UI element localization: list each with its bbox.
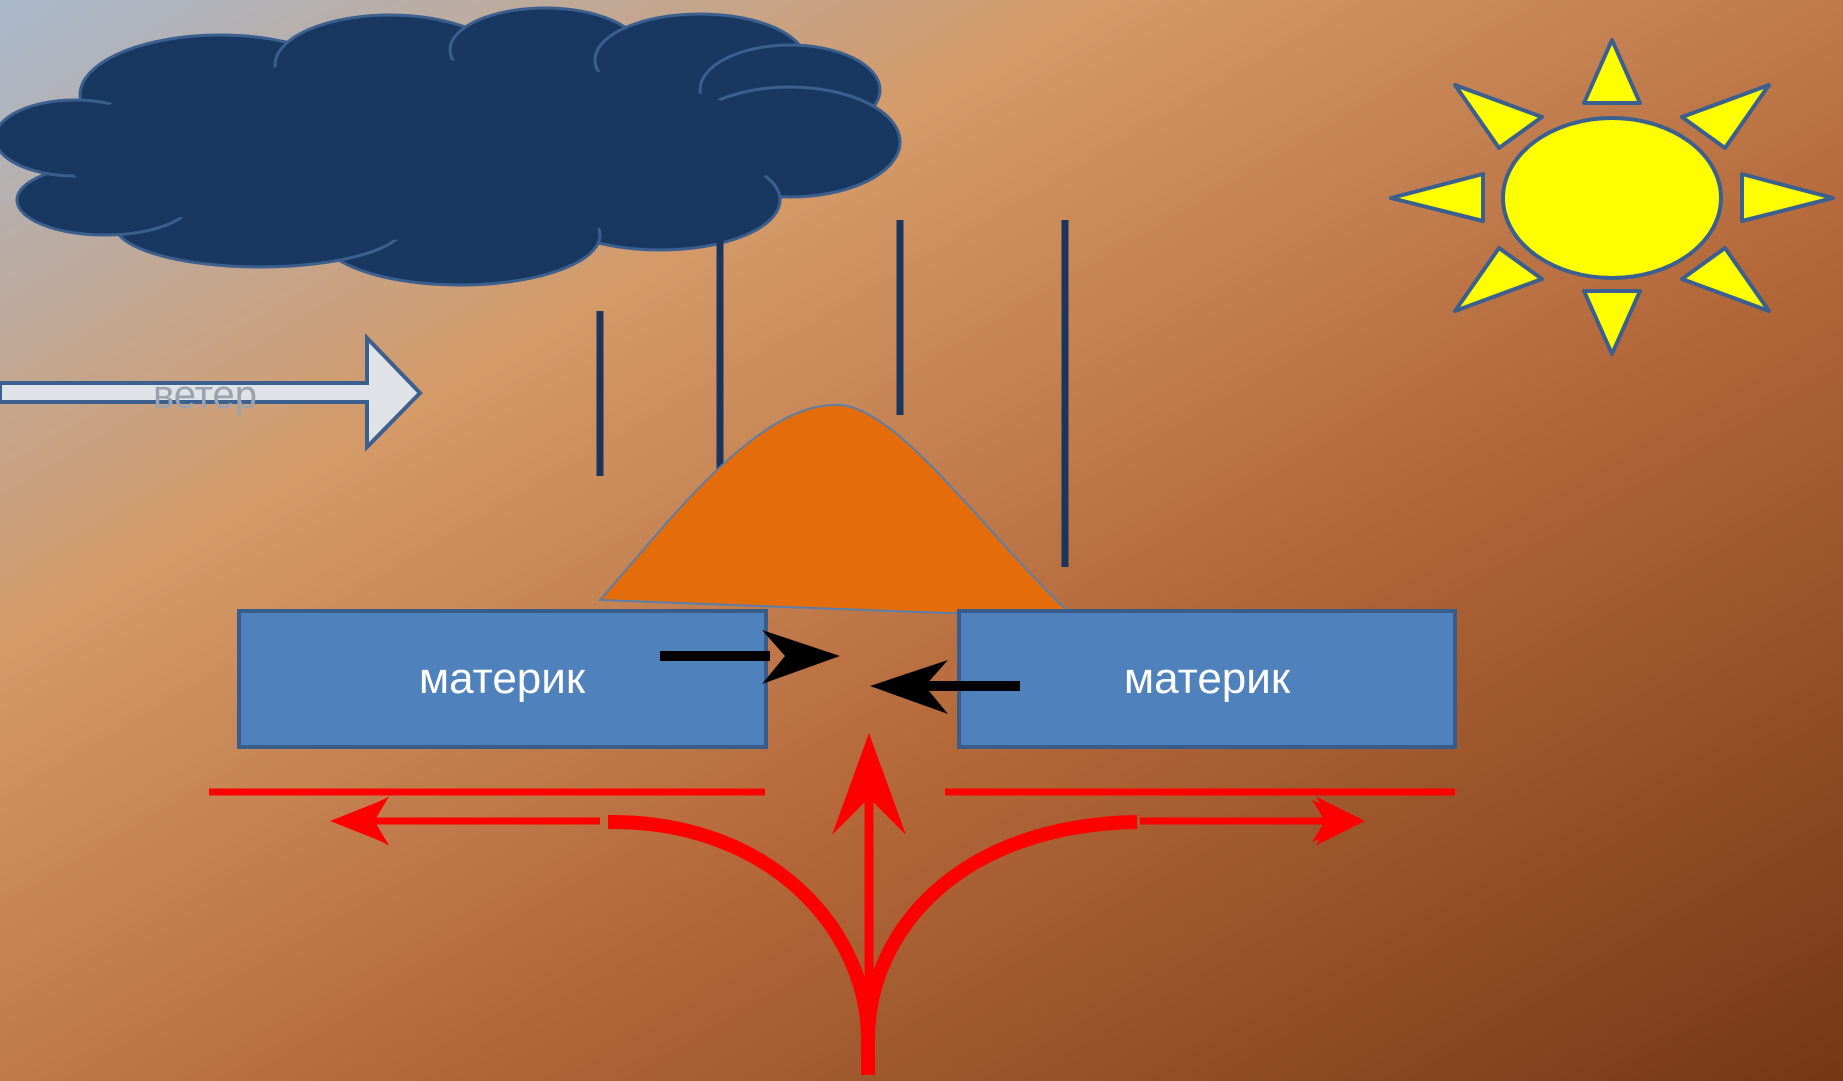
plate-arrow-left: [870, 660, 1020, 714]
arrow-left-head: [330, 800, 383, 842]
convection-arrows: [209, 788, 1455, 1075]
cloud: [0, 6, 902, 287]
right-continent-label: материк: [1124, 654, 1291, 703]
wind-arrow: ветер: [0, 333, 423, 452]
arrow-up-head: [832, 733, 906, 835]
rain-lines: [596, 220, 1069, 567]
plate-arrow-right: [660, 630, 840, 684]
arrow-right-head: [1312, 800, 1365, 842]
sun-disc: [1501, 116, 1723, 280]
sun: [1389, 38, 1835, 356]
mountain-ridge: [597, 403, 1101, 641]
left-continent-label: материк: [419, 654, 586, 703]
wind-label: ветер: [153, 373, 257, 417]
left-continent: материк: [237, 609, 768, 749]
sun-rays: [1389, 38, 1835, 356]
right-continent: материк: [957, 609, 1457, 749]
